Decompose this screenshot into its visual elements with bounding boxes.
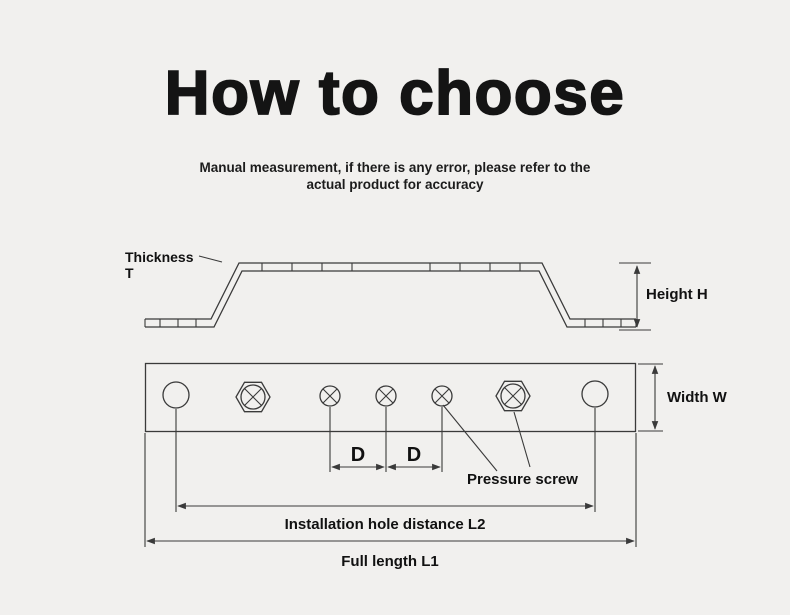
pressure-screw-leader-2 [513,411,531,468]
l2-extension-lines [175,408,596,512]
end-hole-left [162,381,190,409]
d-label-2: D [407,444,421,466]
l1-extension-lines [144,433,637,547]
pressure-screw-callout: Pressure screw [442,404,578,488]
pressure-screw-label: Pressure screw [467,471,578,488]
bracket-end-caps [144,319,637,327]
pressure-screw-hole-3 [431,385,453,407]
pressure-screw-hole-1 [319,385,341,407]
bracket-profile-bottom-edge [145,270,636,328]
full-length-label: Full length L1 [341,553,439,570]
disclaimer-line-2: actual product for accuracy [306,176,484,192]
hex-screw-left-head [235,381,271,413]
disclaimer: Manual measurement, if there is any erro… [0,160,790,193]
hex-screw-left [235,381,271,413]
end-hole-right [581,380,609,408]
side-view: Thickness T Height H [125,249,708,331]
thickness-leader-line [198,255,223,263]
thickness-label-line2: T [125,265,134,281]
l2-dimension: Installation hole distance L2 [175,408,596,533]
width-dimension: Width W [638,363,728,432]
height-extension-ticks [619,262,651,331]
hex-screw-right-head [495,380,531,412]
d-dimension: D D [329,407,443,472]
segment-ticks [159,263,622,327]
hex-screw-right [495,380,531,412]
page-title: How to choose [164,58,626,129]
l1-dimension: Full length L1 [144,433,637,570]
disclaimer-line-1: Manual measurement, if there is any erro… [199,160,591,175]
bracket-outline [144,362,637,433]
d-extension-lines [329,407,443,472]
height-dimension: Height H [619,262,708,331]
pressure-screw-leader-1 [442,404,498,472]
product-dimension-diagram: Thickness T Height H [125,249,728,570]
width-label: Width W [667,389,728,406]
pressure-screw-hole-2 [375,385,397,407]
width-extension-ticks [638,363,663,432]
height-label: Height H [646,286,708,303]
top-view: Width W D D Pressure screw Installation [144,362,728,570]
d-label-1: D [351,444,365,466]
hole-distance-label: Installation hole distance L2 [285,516,486,533]
thickness-label-line1: Thickness [125,249,194,265]
bracket-profile-top-edge [145,262,636,320]
